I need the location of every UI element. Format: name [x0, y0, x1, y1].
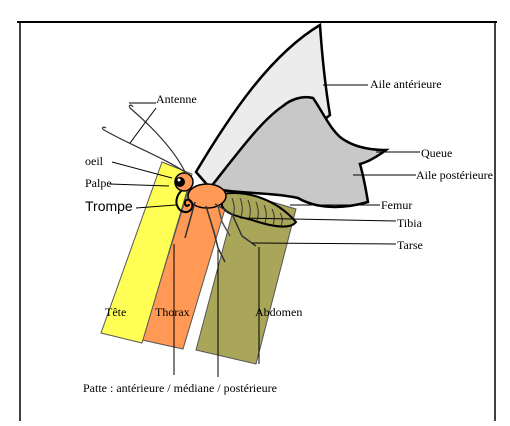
label-tibia: Tibia [397, 216, 423, 230]
label-palpe: Palpe [85, 176, 112, 190]
eye-icon [175, 177, 185, 187]
label-aile-posterieure: Aile postérieure [416, 168, 493, 182]
label-tarse: Tarse [397, 238, 423, 252]
eye-highlight [178, 179, 181, 182]
label-antenne: Antenne [156, 92, 197, 106]
label-aile-anterieure: Aile antérieure [370, 77, 442, 91]
label-patte: Patte : antérieure / médiane / postérieu… [83, 381, 277, 395]
label-oeil: oeil [85, 154, 104, 168]
antenna-left [129, 105, 186, 174]
label-queue: Queue [421, 146, 452, 160]
label-tete: Tête [105, 305, 126, 319]
label-trompe: Trompe [85, 198, 133, 214]
label-femur: Femur [381, 198, 412, 212]
label-thorax: Thorax [155, 305, 190, 319]
label-abdomen: Abdomen [255, 305, 302, 319]
